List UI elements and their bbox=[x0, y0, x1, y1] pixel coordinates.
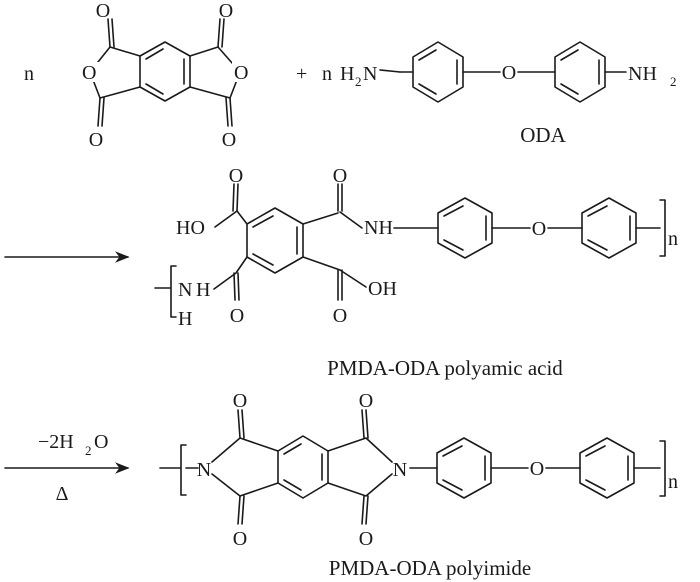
condition-reagent-subscript: 2 bbox=[85, 443, 92, 458]
reaction-conditions: −2H 2 O Δ bbox=[38, 431, 108, 505]
condition-reagent-suffix: O bbox=[94, 431, 108, 453]
pmda-o-top-left: O bbox=[96, 0, 110, 22]
polyimide-structure: N O O N O O O n bbox=[159, 390, 678, 550]
acid-o-bottom-right: O bbox=[333, 305, 347, 327]
acid-nh-lower-n: N bbox=[178, 279, 192, 301]
acid-oh: OH bbox=[368, 278, 397, 300]
polyamic-acid-label: PMDA-ODA polyamic acid bbox=[327, 356, 563, 380]
imide-repeat-n: n bbox=[668, 471, 678, 493]
oda-coefficient: n bbox=[322, 63, 332, 85]
condition-reagent-prefix: −2H bbox=[38, 431, 74, 453]
pmda-o-bottom-left: O bbox=[89, 129, 103, 151]
imide-o-bottom-left: O bbox=[233, 528, 247, 550]
pmda-o-ring-right: O bbox=[234, 62, 248, 84]
acid-o-bottom-left: O bbox=[230, 305, 244, 327]
oda-nh2-nh: NH bbox=[628, 63, 657, 85]
imide-o-top-left: O bbox=[233, 390, 247, 412]
imide-o-bottom-right: O bbox=[359, 528, 373, 550]
oda-label: ODA bbox=[520, 123, 566, 147]
oda-structure: H 2 N O NH 2 bbox=[340, 41, 677, 103]
oda-h2n-n: N bbox=[363, 63, 377, 85]
pmda-o-bottom-right: O bbox=[222, 129, 236, 151]
pmda-structure: O O O O O O bbox=[81, 0, 250, 151]
acid-nh-lower-h-label: H bbox=[196, 279, 210, 301]
acid-repeat-n: n bbox=[668, 228, 678, 250]
pmda-o-top-right: O bbox=[219, 0, 233, 22]
pmda-coefficient: n bbox=[24, 63, 34, 85]
oda-ether-o: O bbox=[502, 62, 516, 84]
pmda-o-ring-left: O bbox=[82, 62, 96, 84]
oda-nh2-subscript: 2 bbox=[670, 74, 677, 89]
imide-n-right: N bbox=[393, 459, 407, 481]
acid-ho: HO bbox=[176, 217, 205, 239]
imide-n-left: N bbox=[197, 459, 211, 481]
acid-nh-lower-h: H bbox=[178, 308, 192, 330]
polyimide-label: PMDA-ODA polyimide bbox=[329, 556, 531, 580]
oda-h2n-h: H bbox=[340, 63, 354, 85]
acid-ether-o: O bbox=[532, 218, 546, 240]
acid-nh-upper: NH bbox=[364, 217, 393, 239]
oda-h2n-subscript: 2 bbox=[355, 74, 362, 89]
imide-ether-o: O bbox=[530, 458, 544, 480]
polyamic-acid-structure: O HO O NH O n N H H O O OH bbox=[154, 165, 678, 330]
acid-o-top-right: O bbox=[333, 165, 347, 187]
imide-o-top-right: O bbox=[359, 390, 373, 412]
condition-heat: Δ bbox=[56, 483, 69, 505]
acid-o-top-left: O bbox=[229, 165, 243, 187]
plus-sign: + bbox=[296, 63, 307, 85]
